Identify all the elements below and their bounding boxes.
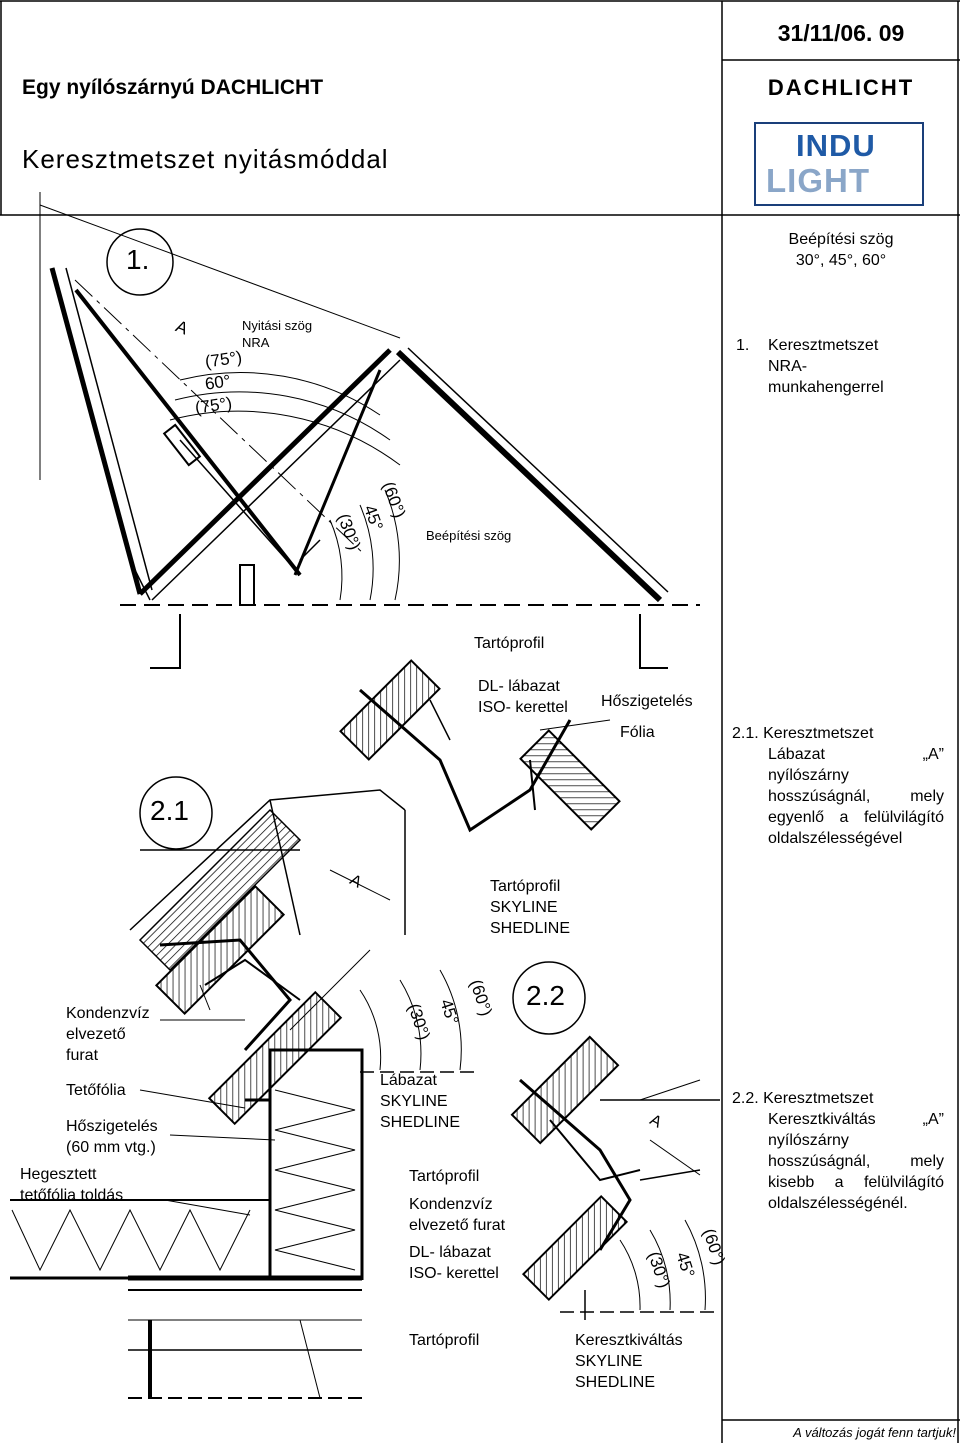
dl-base-line: DL- lábazat [409,1244,491,1261]
section-2-2-line: nyílószárny [768,1132,849,1149]
drawing-2-2-marker: 2.2 [526,980,565,1011]
drawing-2-2-condensate-label: Kondenzvíz elvezető furat [409,1194,505,1236]
base-skyline-line: Lábazat [380,1072,437,1089]
condensate-line: furat [66,1047,99,1064]
roof-insulation-label: Hőszigetelés (60 mm vtg.) [66,1116,158,1158]
cross-member-line: SKYLINE [575,1353,643,1370]
dl-base-label: DL- lábazat ISO- kerettel [478,676,568,718]
section-2-2-description: Keresztkiváltás „A” nyílószárny hosszúsá… [768,1109,944,1214]
install-angle-label: Beépítési szög [788,231,894,248]
dl-base-line: ISO- kerettel [409,1265,499,1282]
section-2-2-line: Keresztkiváltás „A” [768,1111,944,1128]
support-profile-skyline-label: Tartóprofil SKYLINE SHEDLINE [490,876,571,939]
install-angle-values: 30°, 45°, 60° [795,252,887,269]
drawing-2-1-marker: 2.1 [150,795,189,826]
logo-line-2: LIGHT [766,162,870,199]
document-subtitle: Keresztmetszet nyitásmóddal [22,144,389,174]
drawing-2-2-support-label: Tartóprofil [409,1168,480,1185]
drawing-2-1-lines [10,659,621,1399]
drawing-2-2-support-label-bottom: Tartóprofil [409,1332,480,1349]
section-1-number: 1. [736,337,750,354]
condensate-line: Kondenzvíz [66,1005,150,1022]
section-1-line: munkahengerrel [768,379,884,396]
section-2-1-line: nyílószárny [768,767,849,784]
section-2-1-line: hosszúságnál, mely [768,788,944,805]
indu-light-logo: INDU LIGHT [754,122,924,206]
section-2-1-line: oldalszélességével [768,830,903,847]
section-1-line: NRA- [768,358,808,375]
section-2-2-line: oldalszélességénél. [768,1195,908,1212]
condensate-line: Kondenzvíz [409,1196,493,1213]
base-skyline-line: SHEDLINE [380,1114,461,1131]
insulation-label: Hőszigetelés [601,693,693,710]
opening-angle-line: Nyitási szög [242,318,313,333]
document-title: Egy nyílószárnyú DACHLICHT [22,76,324,99]
section-2-1-heading: 2.1. Keresztmetszet [732,725,874,742]
drawing-2-2-dl-base-label: DL- lábazat ISO- kerettel [409,1242,499,1284]
support-profile-line: SKYLINE [490,899,558,916]
section-2-2-heading: 2.2. Keresztmetszet [732,1090,874,1107]
welded-foil-line: tetőfólia toldás [20,1187,124,1204]
product-name: DACHLICHT [767,75,915,100]
welded-foil-line: Hegesztett [20,1166,97,1183]
welded-foil-label: Hegesztett tetőfólia toldás [20,1164,123,1206]
drawing-1-lines [39,192,700,669]
dl-base-line: DL- lábazat [478,678,560,695]
section-2-1-line: Lábazat „A” [768,746,944,763]
roof-insulation-line: (60 mm vtg.) [66,1139,156,1156]
install-angle-label: Beépítési szög [424,528,514,543]
section-2-1-description: Lábazat „A” nyílószárny hosszúságnál, me… [768,744,944,849]
cross-member-line: Keresztkiváltás [575,1332,683,1349]
cross-member-label: Keresztkiváltás SKYLINE SHEDLINE [575,1330,683,1393]
base-skyline-label: Lábazat SKYLINE SHEDLINE [380,1070,460,1133]
roof-insulation-line: Hőszigetelés [66,1118,158,1135]
section-2-2-line: kisebb a felülvilágító [768,1174,944,1191]
support-profile-line: Tartóprofil [490,878,561,895]
section-2-1-line: egyenlő a felülvilágító [768,809,944,826]
opening-angle-line: NRA [242,335,270,350]
condensate-line: elvezető [66,1026,126,1043]
disclaimer-footer: A változás jogát fenn tartjuk! [793,1425,956,1440]
opening-angle-label: Nyitási szög NRA [240,317,315,351]
foil-label: Fólia [620,724,655,741]
drawing-1-marker: 1. [126,244,150,275]
section-1-description: Keresztmetszet NRA- munkahengerrel [768,335,884,398]
support-profile-line: SHEDLINE [490,920,571,937]
drawing-2-2-lines [510,961,720,1320]
dl-base-line: ISO- kerettel [478,699,568,716]
section-2-2-line: hosszúságnál, mely [768,1153,944,1170]
condensate-hole-label: Kondenzvíz elvezető furat [66,1003,150,1066]
logo-line-1: INDU [796,128,876,163]
section-1-line: Keresztmetszet [768,337,879,354]
open-angle-60: 60° [203,371,232,394]
base-skyline-line: SKYLINE [380,1093,448,1110]
cross-member-line: SHEDLINE [575,1374,656,1391]
roof-foil-label: Tetőfólia [66,1082,126,1099]
support-profile-label: Tartóprofil [474,635,545,652]
install-angle-heading: Beépítési szög 30°, 45°, 60° [722,229,960,271]
document-code: 31/11/06. 09 [777,20,905,46]
condensate-line: elvezető furat [409,1217,506,1234]
